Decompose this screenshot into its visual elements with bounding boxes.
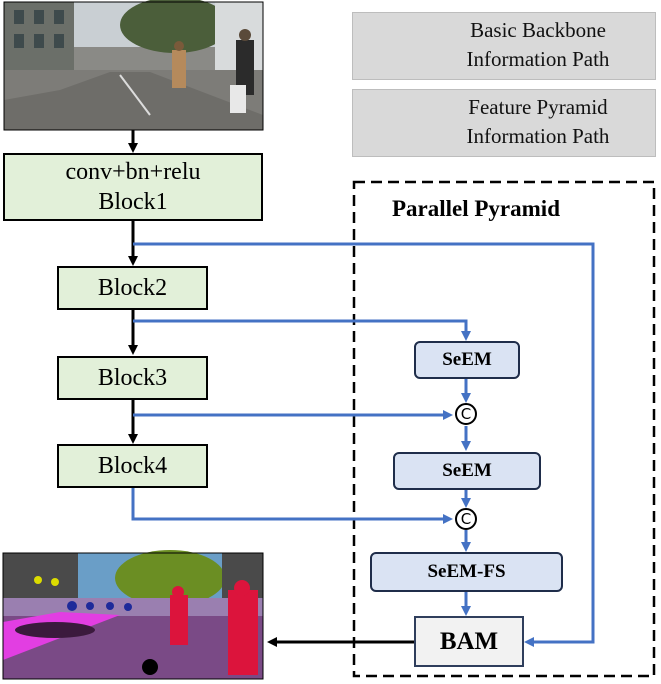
legend-backbone-box	[352, 12, 656, 80]
block1: conv+bn+relu Block1	[3, 153, 263, 221]
input-street-image	[3, 0, 264, 131]
parallel-pyramid-title: Parallel Pyramid	[392, 196, 560, 221]
legend-backbone-label: Basic Backbone Information Path	[428, 16, 648, 74]
seem-module-2: SeEM	[393, 452, 541, 490]
block3: Block3	[57, 356, 208, 400]
segmentation-output-image	[2, 550, 264, 680]
legend-pyramid-label: Feature Pyramid Information Path	[428, 93, 648, 151]
block1-line2: Block1	[98, 189, 168, 215]
legend-backbone-line1: Basic Backbone	[470, 18, 606, 42]
pyramid-paths	[131, 242, 595, 647]
seem-fs-module: SeEM-FS	[370, 552, 563, 592]
block4: Block4	[57, 444, 208, 488]
legend-pyramid-line1: Feature Pyramid	[468, 95, 608, 119]
legend-pyramid-box	[352, 89, 656, 157]
legend-backbone-line2: Information Path	[466, 47, 610, 71]
concat-node-1: C	[455, 403, 477, 425]
backbone-paths	[128, 130, 414, 647]
block2: Block2	[57, 266, 208, 310]
seem-module-1: SeEM	[414, 341, 520, 379]
parallel-pyramid-frame	[352, 180, 656, 678]
legend-pyramid-line2: Information Path	[466, 124, 610, 148]
bam-module: BAM	[414, 616, 524, 667]
concat-node-2: C	[455, 508, 477, 530]
block1-line1: conv+bn+relu	[65, 159, 201, 185]
